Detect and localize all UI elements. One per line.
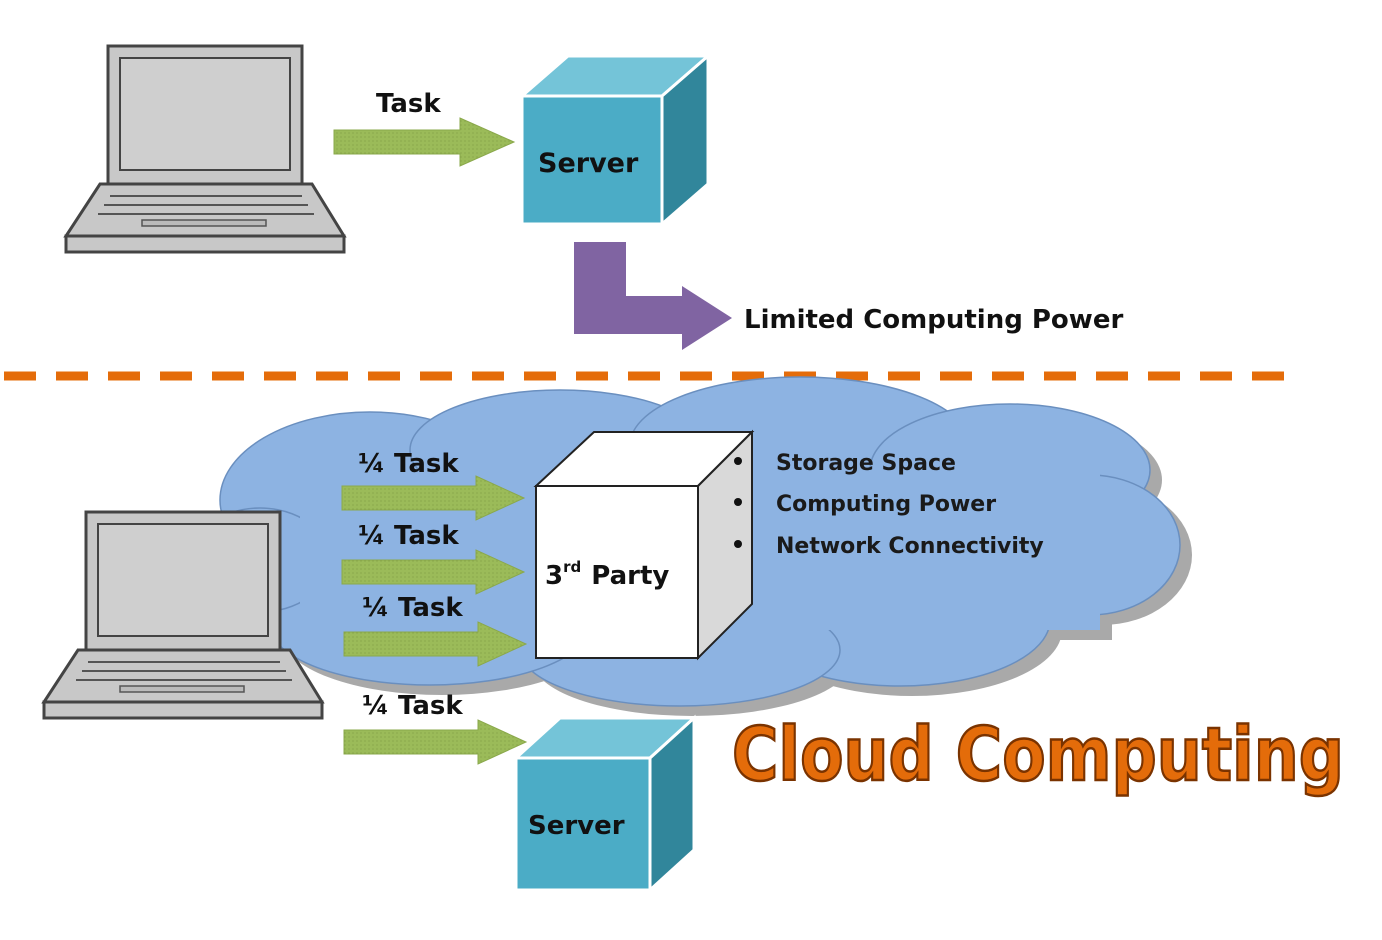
feature-item: Network Connectivity: [776, 534, 1044, 559]
server-label: Server: [528, 811, 625, 841]
limited-computing-power-label: Limited Computing Power: [744, 305, 1123, 335]
quarter-task-label: ¼ Task: [362, 593, 463, 623]
server-label: Server: [538, 148, 639, 179]
quarter-task-label: ¼ Task: [358, 449, 459, 479]
laptop-icon: [63, 44, 347, 254]
limited-power-arrow: [574, 242, 732, 350]
quarter-task-arrow: [341, 475, 526, 521]
bullet-icon: [734, 540, 742, 548]
quarter-task-label: ¼ Task: [358, 521, 459, 551]
feature-item: Computing Power: [776, 492, 996, 517]
diagram-title: Cloud Computing: [732, 712, 1344, 798]
task-arrow: [333, 117, 516, 167]
feature-item: Storage Space: [776, 451, 956, 476]
quarter-task-label: ¼ Task: [362, 691, 463, 721]
third-party-cube: [533, 429, 755, 661]
server-cube: [512, 714, 698, 894]
quarter-task-arrow: [343, 719, 528, 765]
server-cube: [517, 52, 713, 228]
quarter-task-arrow: [343, 621, 528, 667]
bullet-icon: [734, 457, 742, 465]
bullet-icon: [734, 498, 742, 506]
task-label: Task: [376, 89, 441, 119]
laptop-icon: [41, 510, 325, 720]
quarter-task-arrow: [341, 549, 526, 595]
